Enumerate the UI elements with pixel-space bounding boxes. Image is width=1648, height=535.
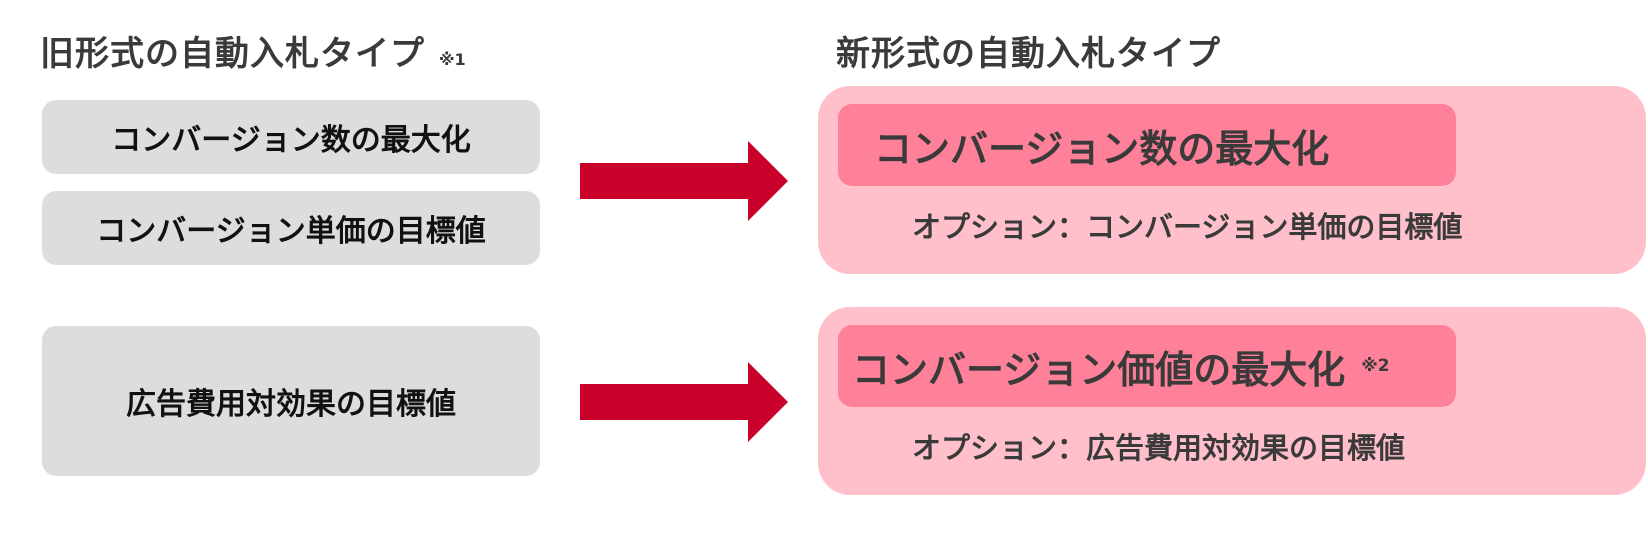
old-type-heading: 旧形式の自動入札タイプ ※1 [40,26,466,75]
old-item-roas: 広告費用対効果の目標値 [42,326,540,476]
new-group-main-label: コンバージョン数の最大化 [874,126,1330,171]
arrow-right-icon [580,362,788,442]
new-type-heading: 新形式の自動入札タイプ [836,26,1221,75]
arrow-shape [580,141,788,221]
new-group-note: ※2 [1361,356,1390,376]
new-group-option: オプション：広告費用対効果の目標値 [912,425,1405,467]
new-group-option-text: オプション：広告費用対効果の目標値 [912,431,1406,465]
old-item-label: コンバージョン数の最大化 [111,123,471,158]
old-type-title: 旧形式の自動入札タイプ [40,34,425,74]
old-type-note: ※1 [439,50,466,69]
new-type-title: 新形式の自動入札タイプ [836,34,1221,74]
arrow-shape [580,362,788,442]
old-item-label: コンバージョン単価の目標値 [96,214,486,249]
new-group-option: オプション：コンバージョン単価の目標値 [912,204,1462,246]
arrow-right-icon [580,141,788,221]
new-group-main-label-box: コンバージョン数の最大化 [838,104,1456,186]
old-item-cpa: コンバージョン単価の目標値 [42,191,540,265]
old-item-conversions: コンバージョン数の最大化 [42,100,540,174]
new-group-main-label-box: コンバージョン価値の最大化 ※2 [838,325,1456,407]
new-group-main-label: コンバージョン価値の最大化 [852,347,1346,392]
old-item-label: 広告費用対効果の目標値 [126,387,456,422]
new-group-option-text: オプション：コンバージョン単価の目標値 [912,210,1463,244]
